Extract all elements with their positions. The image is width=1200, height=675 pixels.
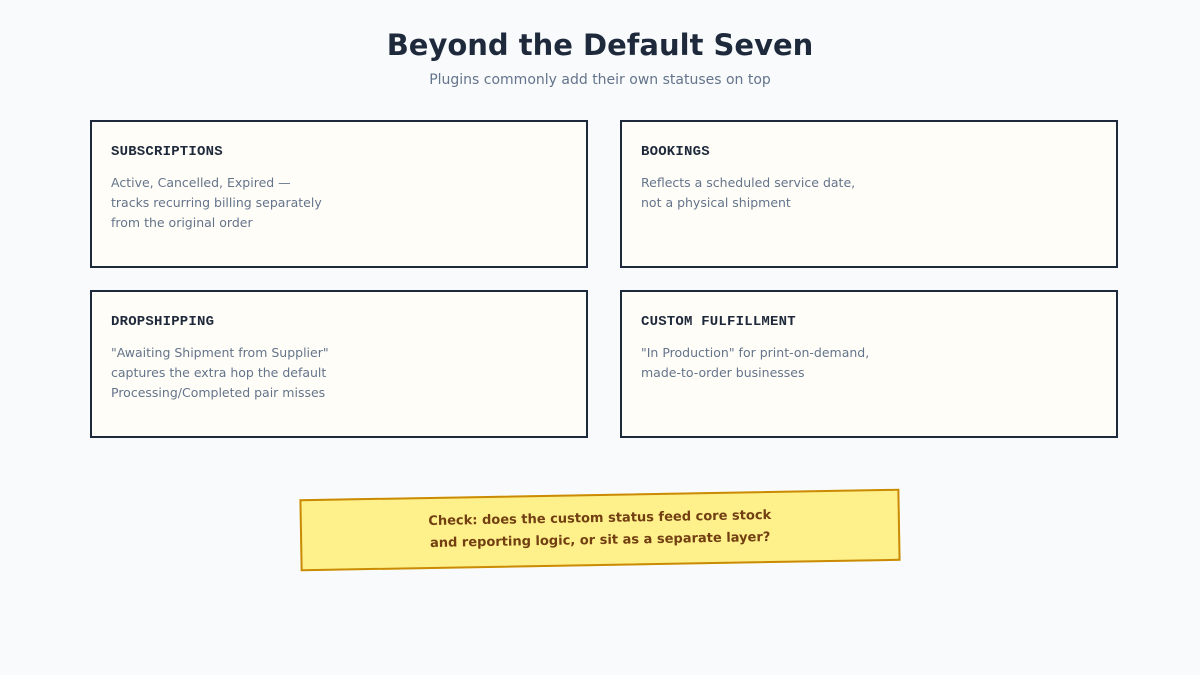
card-dropshipping: DROPSHIPPING "Awaiting Shipment from Sup… [90,290,588,438]
card-bookings: BOOKINGS Reflects a scheduled service da… [620,120,1118,268]
card-subscriptions: SUBSCRIPTIONS Active, Cancelled, Expired… [90,120,588,268]
card-description-line: Processing/Completed pair misses [111,385,326,400]
card-description-line: Active, Cancelled, Expired — [111,175,291,190]
card-description-line: Reflects a scheduled service date, [641,175,856,190]
card-description: Active, Cancelled, Expired — tracks recu… [111,173,551,233]
card-custom-fulfillment: CUSTOM FULFILLMENT "In Production" for p… [620,290,1118,438]
card-description: Reflects a scheduled service date, not a… [641,173,1081,213]
card-description-line: "Awaiting Shipment from Supplier" [111,345,329,360]
card-heading: CUSTOM FULFILLMENT [641,314,796,330]
card-description: "In Production" for print-on-demand, mad… [641,343,1081,383]
page-title: Beyond the Default Seven [386,28,814,62]
card-description-line: from the original order [111,215,253,230]
sticky-note-line: and reporting logic, or sit as a separat… [429,530,771,551]
card-description-line: made-to-order businesses [641,365,805,380]
card-heading: SUBSCRIPTIONS [111,144,223,160]
card-heading: BOOKINGS [641,144,710,160]
card-description-line: captures the extra hop the default [111,365,327,380]
card-description-line: "In Production" for print-on-demand, [641,345,870,360]
card-description: "Awaiting Shipment from Supplier" captur… [111,343,551,403]
card-description-line: tracks recurring billing separately [111,195,322,210]
card-description-line: not a physical shipment [641,195,791,210]
page-subtitle: Plugins commonly add their own statuses … [429,72,771,88]
card-heading: DROPSHIPPING [111,314,215,330]
sticky-note-check: Check: does the custom status feed core … [299,488,901,572]
